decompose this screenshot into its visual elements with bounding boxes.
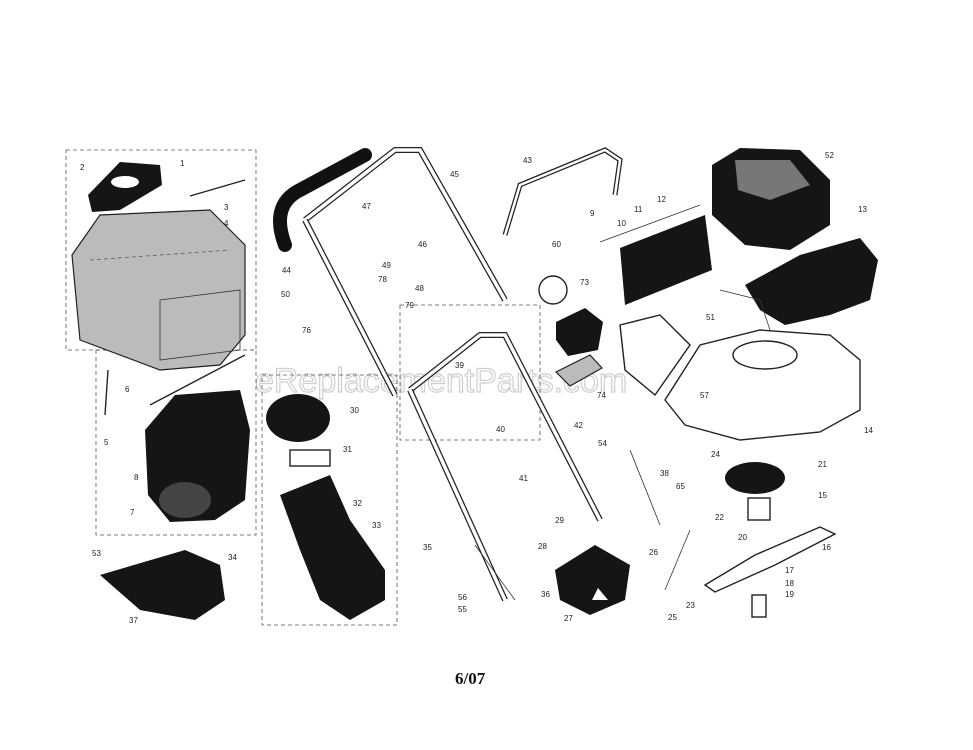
rear-door-part [555, 545, 630, 615]
gauge-part [538, 275, 568, 305]
callout-10: 10 [617, 219, 626, 228]
callout-5: 5 [104, 438, 109, 447]
module-bracket-part [554, 354, 603, 387]
callout-12: 12 [657, 195, 666, 204]
module-part [556, 308, 603, 356]
callout-8: 8 [134, 473, 139, 482]
grass-bag-part [71, 209, 246, 371]
callout-18: 18 [785, 579, 794, 588]
callout-56: 56 [458, 593, 467, 602]
callout-79: 79 [405, 301, 414, 310]
callout-49: 49 [382, 261, 391, 270]
callout-52: 52 [825, 151, 834, 160]
callout-14: 14 [864, 426, 873, 435]
callout-22: 22 [715, 513, 724, 522]
callout-60: 60 [552, 240, 561, 249]
callout-labels: 1234567891011121314151617181920212223242… [80, 151, 873, 625]
callout-26: 26 [649, 548, 658, 557]
callout-73: 73 [580, 278, 589, 287]
chute-bracket-part [289, 449, 331, 467]
revision-date: 6/07 [455, 669, 486, 688]
callout-41: 41 [519, 474, 528, 483]
callout-47: 47 [362, 202, 371, 211]
callout-51: 51 [706, 313, 715, 322]
callout-13: 13 [858, 205, 867, 214]
callout-74: 74 [597, 391, 606, 400]
callout-23: 23 [686, 601, 695, 610]
callout-30: 30 [350, 406, 359, 415]
callout-15: 15 [818, 491, 827, 500]
callout-45: 45 [450, 170, 459, 179]
callout-38: 38 [660, 469, 669, 478]
callout-27: 27 [564, 614, 573, 623]
frame-rod-part-2 [104, 369, 109, 416]
callout-42: 42 [574, 421, 583, 430]
callout-11: 11 [634, 205, 643, 214]
callout-25: 25 [668, 613, 677, 622]
chute-tube-part [280, 475, 385, 620]
callout-76: 76 [302, 326, 311, 335]
callout-6: 6 [125, 385, 130, 394]
callout-32: 32 [353, 499, 362, 508]
bag-rod-part [189, 179, 246, 197]
callout-65: 65 [676, 482, 685, 491]
callout-33: 33 [372, 521, 381, 530]
mower-deck-part [619, 289, 861, 441]
callout-37: 37 [129, 616, 138, 625]
rear-shield-part [745, 238, 878, 325]
handle-group-box [399, 304, 541, 441]
blade-spacer-part [747, 497, 771, 521]
callout-29: 29 [555, 516, 564, 525]
callout-3: 3 [224, 203, 229, 212]
callout-39: 39 [455, 361, 464, 370]
callout-78: 78 [378, 275, 387, 284]
frame-rod-part [149, 354, 246, 406]
callout-17: 17 [785, 566, 794, 575]
callout-28: 28 [538, 542, 547, 551]
callout-24: 24 [711, 450, 720, 459]
callout-20: 20 [738, 533, 747, 542]
callout-1: 1 [180, 159, 185, 168]
callout-34: 34 [228, 553, 237, 562]
engine-part [712, 148, 830, 250]
blade-adapter-part [725, 462, 785, 494]
callout-50: 50 [281, 290, 290, 299]
callout-40: 40 [496, 425, 505, 434]
side-discharge-part [100, 550, 225, 620]
chute-cap-part [266, 394, 330, 442]
bag-frame-part [145, 390, 250, 522]
callout-7: 7 [130, 508, 135, 517]
callout-4: 4 [224, 219, 229, 228]
callout-21: 21 [818, 460, 827, 469]
callout-54: 54 [598, 439, 607, 448]
handle-grip-part [273, 148, 372, 252]
chute-group-box [261, 374, 398, 626]
callout-31: 31 [343, 445, 352, 454]
bag-handle-part [88, 162, 162, 212]
baffle-part [620, 215, 712, 305]
callout-9: 9 [590, 209, 595, 218]
mower-blade-part [703, 526, 837, 593]
callout-55: 55 [458, 605, 467, 614]
callout-53: 53 [92, 549, 101, 558]
callout-35: 35 [423, 543, 432, 552]
callout-43: 43 [523, 156, 532, 165]
blade-bolt-part [751, 594, 767, 618]
callout-48: 48 [415, 284, 424, 293]
callout-16: 16 [822, 543, 831, 552]
callout-44: 44 [282, 266, 291, 275]
callout-46: 46 [418, 240, 427, 249]
callout-19: 19 [785, 590, 794, 599]
callout-57: 57 [700, 391, 709, 400]
callout-36: 36 [541, 590, 550, 599]
callout-2: 2 [80, 163, 85, 172]
